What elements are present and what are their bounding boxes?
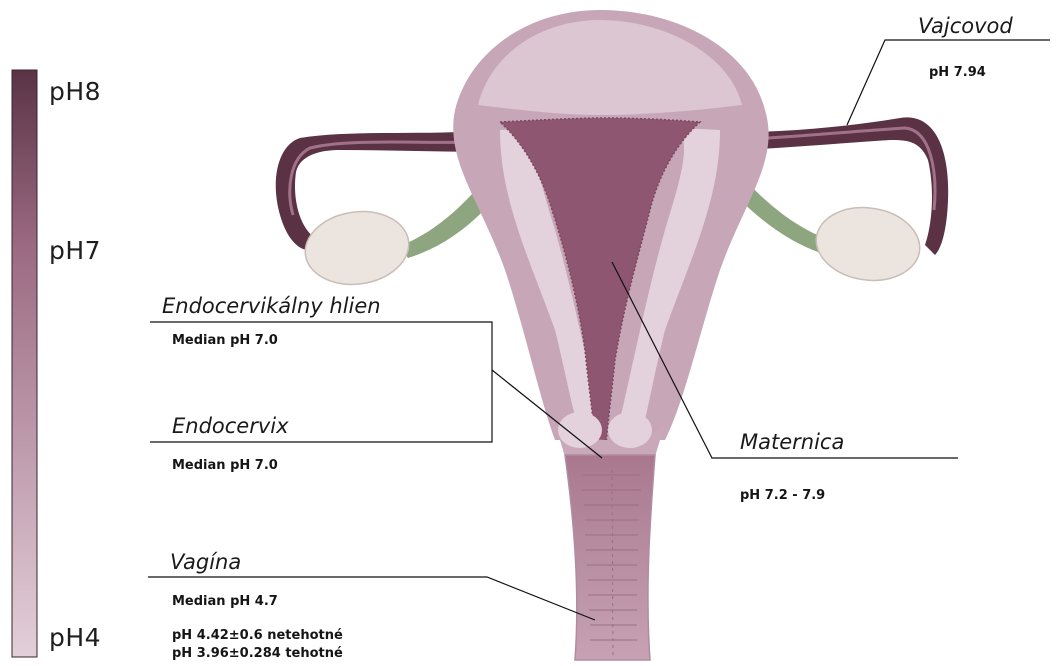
vajcovod-value: pH 7.94 — [929, 65, 986, 80]
maternica-title: Maternica — [740, 430, 844, 454]
vagina-title: Vagína — [170, 550, 241, 574]
endocervix-value: Median pH 7.0 — [172, 458, 278, 473]
endocervical-mucus-value: Median pH 7.0 — [172, 333, 278, 348]
left-ovary — [300, 205, 413, 291]
maternica-value: pH 7.2 - 7.9 — [740, 488, 825, 503]
scale-label-ph4: pH4 — [49, 623, 101, 652]
vajcovod-title: Vajcovod — [918, 14, 1013, 38]
vagina-median-value: Median pH 4.7 — [172, 594, 278, 609]
ph-scale-bar — [12, 70, 37, 657]
endocervix-title: Endocervix — [172, 414, 289, 438]
vaginal-canal — [565, 455, 655, 660]
endocervical-mucus-title: Endocervikálny hlien — [162, 294, 381, 318]
scale-label-ph8: pH8 — [49, 77, 101, 106]
cervix-lip-left — [558, 412, 602, 448]
vagina-nonpregnant-value: pH 4.42±0.6 netehotné — [172, 628, 343, 643]
cervix-lip-right — [608, 412, 652, 448]
scale-label-ph7: pH7 — [49, 236, 101, 265]
vagina-pregnant-value: pH 3.96±0.284 tehotné — [172, 646, 343, 661]
right-ovary — [811, 201, 924, 287]
leader-vajcovod — [847, 40, 1050, 125]
